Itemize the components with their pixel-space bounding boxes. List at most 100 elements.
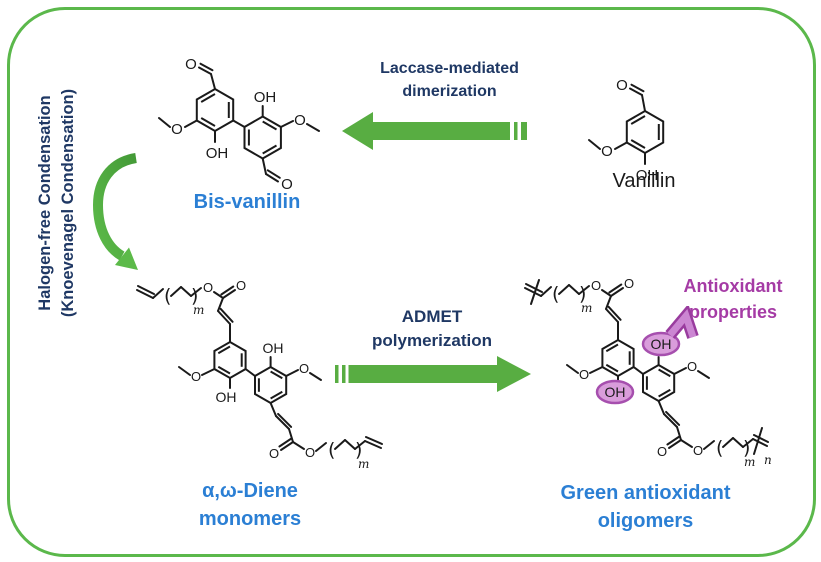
caption-line2: (Knoevenagel Condensation) bbox=[59, 88, 77, 318]
annotation-line2: properties bbox=[688, 302, 778, 322]
left-benzene-ring bbox=[195, 87, 235, 133]
diene-monomer-structure: O OH OH O ( ) m O bbox=[136, 278, 383, 471]
open-paren: ( bbox=[164, 285, 171, 307]
right-methoxy-group: O bbox=[285, 361, 322, 381]
admet-arrow bbox=[335, 356, 531, 392]
right-benzene-ring bbox=[254, 365, 288, 405]
left-aldehyde-group: O bbox=[185, 56, 216, 90]
aldehyde-O: O bbox=[281, 176, 293, 193]
arrow-stripe bbox=[514, 122, 518, 140]
antioxidant-highlight-ellipse bbox=[595, 379, 635, 405]
open-paren: ( bbox=[716, 437, 723, 459]
carbonyl-O: O bbox=[657, 444, 667, 459]
biphenyl-bond bbox=[244, 368, 256, 377]
hydroxyl-OH: OH bbox=[206, 145, 229, 162]
hydroxyl-OH: OH bbox=[651, 336, 672, 352]
dimerization-line1: Laccase-mediated bbox=[380, 60, 519, 77]
right-aldehyde-group: O bbox=[261, 157, 293, 193]
arc-head bbox=[115, 247, 138, 270]
repeat-m: m bbox=[358, 457, 369, 471]
vanillin-label: Vanillin bbox=[612, 170, 676, 192]
aldehyde-O: O bbox=[185, 56, 197, 73]
methoxy-O: O bbox=[601, 143, 613, 160]
hydroxyl-OH: OH bbox=[254, 89, 277, 106]
caption-line1: Halogen-free Condensation bbox=[36, 95, 54, 311]
admet-line2: polymerization bbox=[372, 331, 492, 350]
dimerization-arrow bbox=[342, 112, 527, 150]
ester-O: O bbox=[591, 278, 601, 293]
bottom-ester-chain: O O ( ) m n bbox=[657, 400, 772, 469]
methoxy-O: O bbox=[579, 367, 589, 382]
left-hydroxyl-group: OH bbox=[216, 377, 237, 405]
left-methoxy-group: O bbox=[158, 117, 198, 138]
scheme-border bbox=[7, 7, 816, 557]
ester-O: O bbox=[693, 443, 703, 458]
benzene-ring bbox=[625, 109, 665, 155]
bottom-ester-chain: O O ( ) m bbox=[269, 402, 383, 471]
antioxidant-chevron-icon bbox=[665, 306, 699, 339]
repeat-m: m bbox=[193, 303, 204, 317]
carbonyl-O: O bbox=[269, 446, 279, 461]
ester-O: O bbox=[305, 445, 315, 460]
carbonyl-O: O bbox=[624, 276, 634, 291]
right-hydroxyl-highlighted: OH bbox=[641, 331, 681, 366]
carbonyl-O: O bbox=[236, 278, 246, 293]
arrow-stripe bbox=[521, 122, 527, 140]
top-ester-chain: ( ) m O O bbox=[524, 276, 634, 341]
oligomer-label-line2: oligomers bbox=[597, 510, 694, 532]
arc-body bbox=[92, 153, 138, 261]
open-paren: ( bbox=[328, 439, 335, 461]
right-benzene-ring bbox=[243, 115, 282, 160]
hydroxyl-OH: OH bbox=[636, 167, 659, 184]
bis-vanillin-structure: O O OH OH O O bbox=[158, 56, 320, 193]
biphenyl-bond bbox=[232, 119, 246, 128]
oligomer-label: Green antioxidant oligomers bbox=[528, 479, 763, 535]
admet-label: ADMET polymerization bbox=[337, 305, 527, 353]
hydroxyl-OH: OH bbox=[216, 389, 237, 405]
right-benzene-ring bbox=[642, 363, 676, 403]
knoevenagel-caption: Halogen-free Condensation (Knoevenagel C… bbox=[34, 53, 82, 353]
repeat-m: m bbox=[581, 301, 592, 315]
close-paren: ) bbox=[355, 439, 362, 461]
antioxidant-annotation: Antioxidant properties bbox=[653, 273, 813, 325]
hydroxyl-OH: OH bbox=[263, 340, 284, 356]
antioxidant-highlight-ellipse bbox=[641, 331, 681, 357]
bis-vanillin-label: Bis-vanillin bbox=[193, 191, 301, 213]
methoxy-O: O bbox=[299, 361, 309, 376]
dimerization-line2: dimerization bbox=[402, 83, 497, 100]
biphenyl-bond bbox=[632, 366, 644, 375]
diene-monomer-label: α,ω-Diene monomers bbox=[155, 477, 345, 533]
condensation-curved-arrow bbox=[92, 153, 138, 270]
diene-label-line2: monomers bbox=[198, 508, 302, 530]
top-ester-chain: ( ) m O O bbox=[136, 278, 246, 343]
left-hydroxyl-group: OH bbox=[206, 130, 229, 162]
methoxy-O: O bbox=[294, 112, 306, 129]
right-hydroxyl-group: OH bbox=[254, 89, 277, 118]
chevron-fill bbox=[667, 308, 697, 339]
methoxy-O: O bbox=[191, 369, 201, 384]
left-benzene-ring bbox=[601, 338, 635, 378]
annotation-line1: Antioxidant bbox=[683, 276, 783, 296]
left-benzene-ring bbox=[213, 340, 247, 380]
hydroxyl-group: OH bbox=[636, 152, 659, 184]
right-methoxy-group: O bbox=[673, 359, 710, 379]
methoxy-O: O bbox=[171, 121, 183, 138]
dimerization-label: Laccase-mediated dimerization bbox=[352, 57, 547, 103]
right-hydroxyl-group: OH bbox=[263, 340, 284, 368]
repeat-m: m bbox=[744, 455, 755, 469]
oligomer-label-line1: Green antioxidant bbox=[560, 482, 731, 504]
close-paren: ) bbox=[743, 437, 750, 459]
aldehyde-group: O bbox=[616, 77, 646, 112]
arrow-stripe bbox=[342, 365, 346, 383]
close-paren: ) bbox=[579, 283, 586, 305]
diene-label-line1: α,ω-Diene bbox=[202, 480, 298, 502]
right-methoxy-group: O bbox=[279, 112, 320, 132]
vanillin-structure: O O OH bbox=[588, 77, 665, 184]
methoxy-O: O bbox=[687, 359, 697, 374]
left-methoxy-group: O bbox=[178, 366, 216, 384]
admet-line1: ADMET bbox=[401, 307, 463, 326]
ester-O: O bbox=[203, 280, 213, 295]
left-methoxy-group: O bbox=[566, 364, 604, 382]
oligomer-structure: O OH OH O ( ) m O bbox=[524, 276, 772, 469]
